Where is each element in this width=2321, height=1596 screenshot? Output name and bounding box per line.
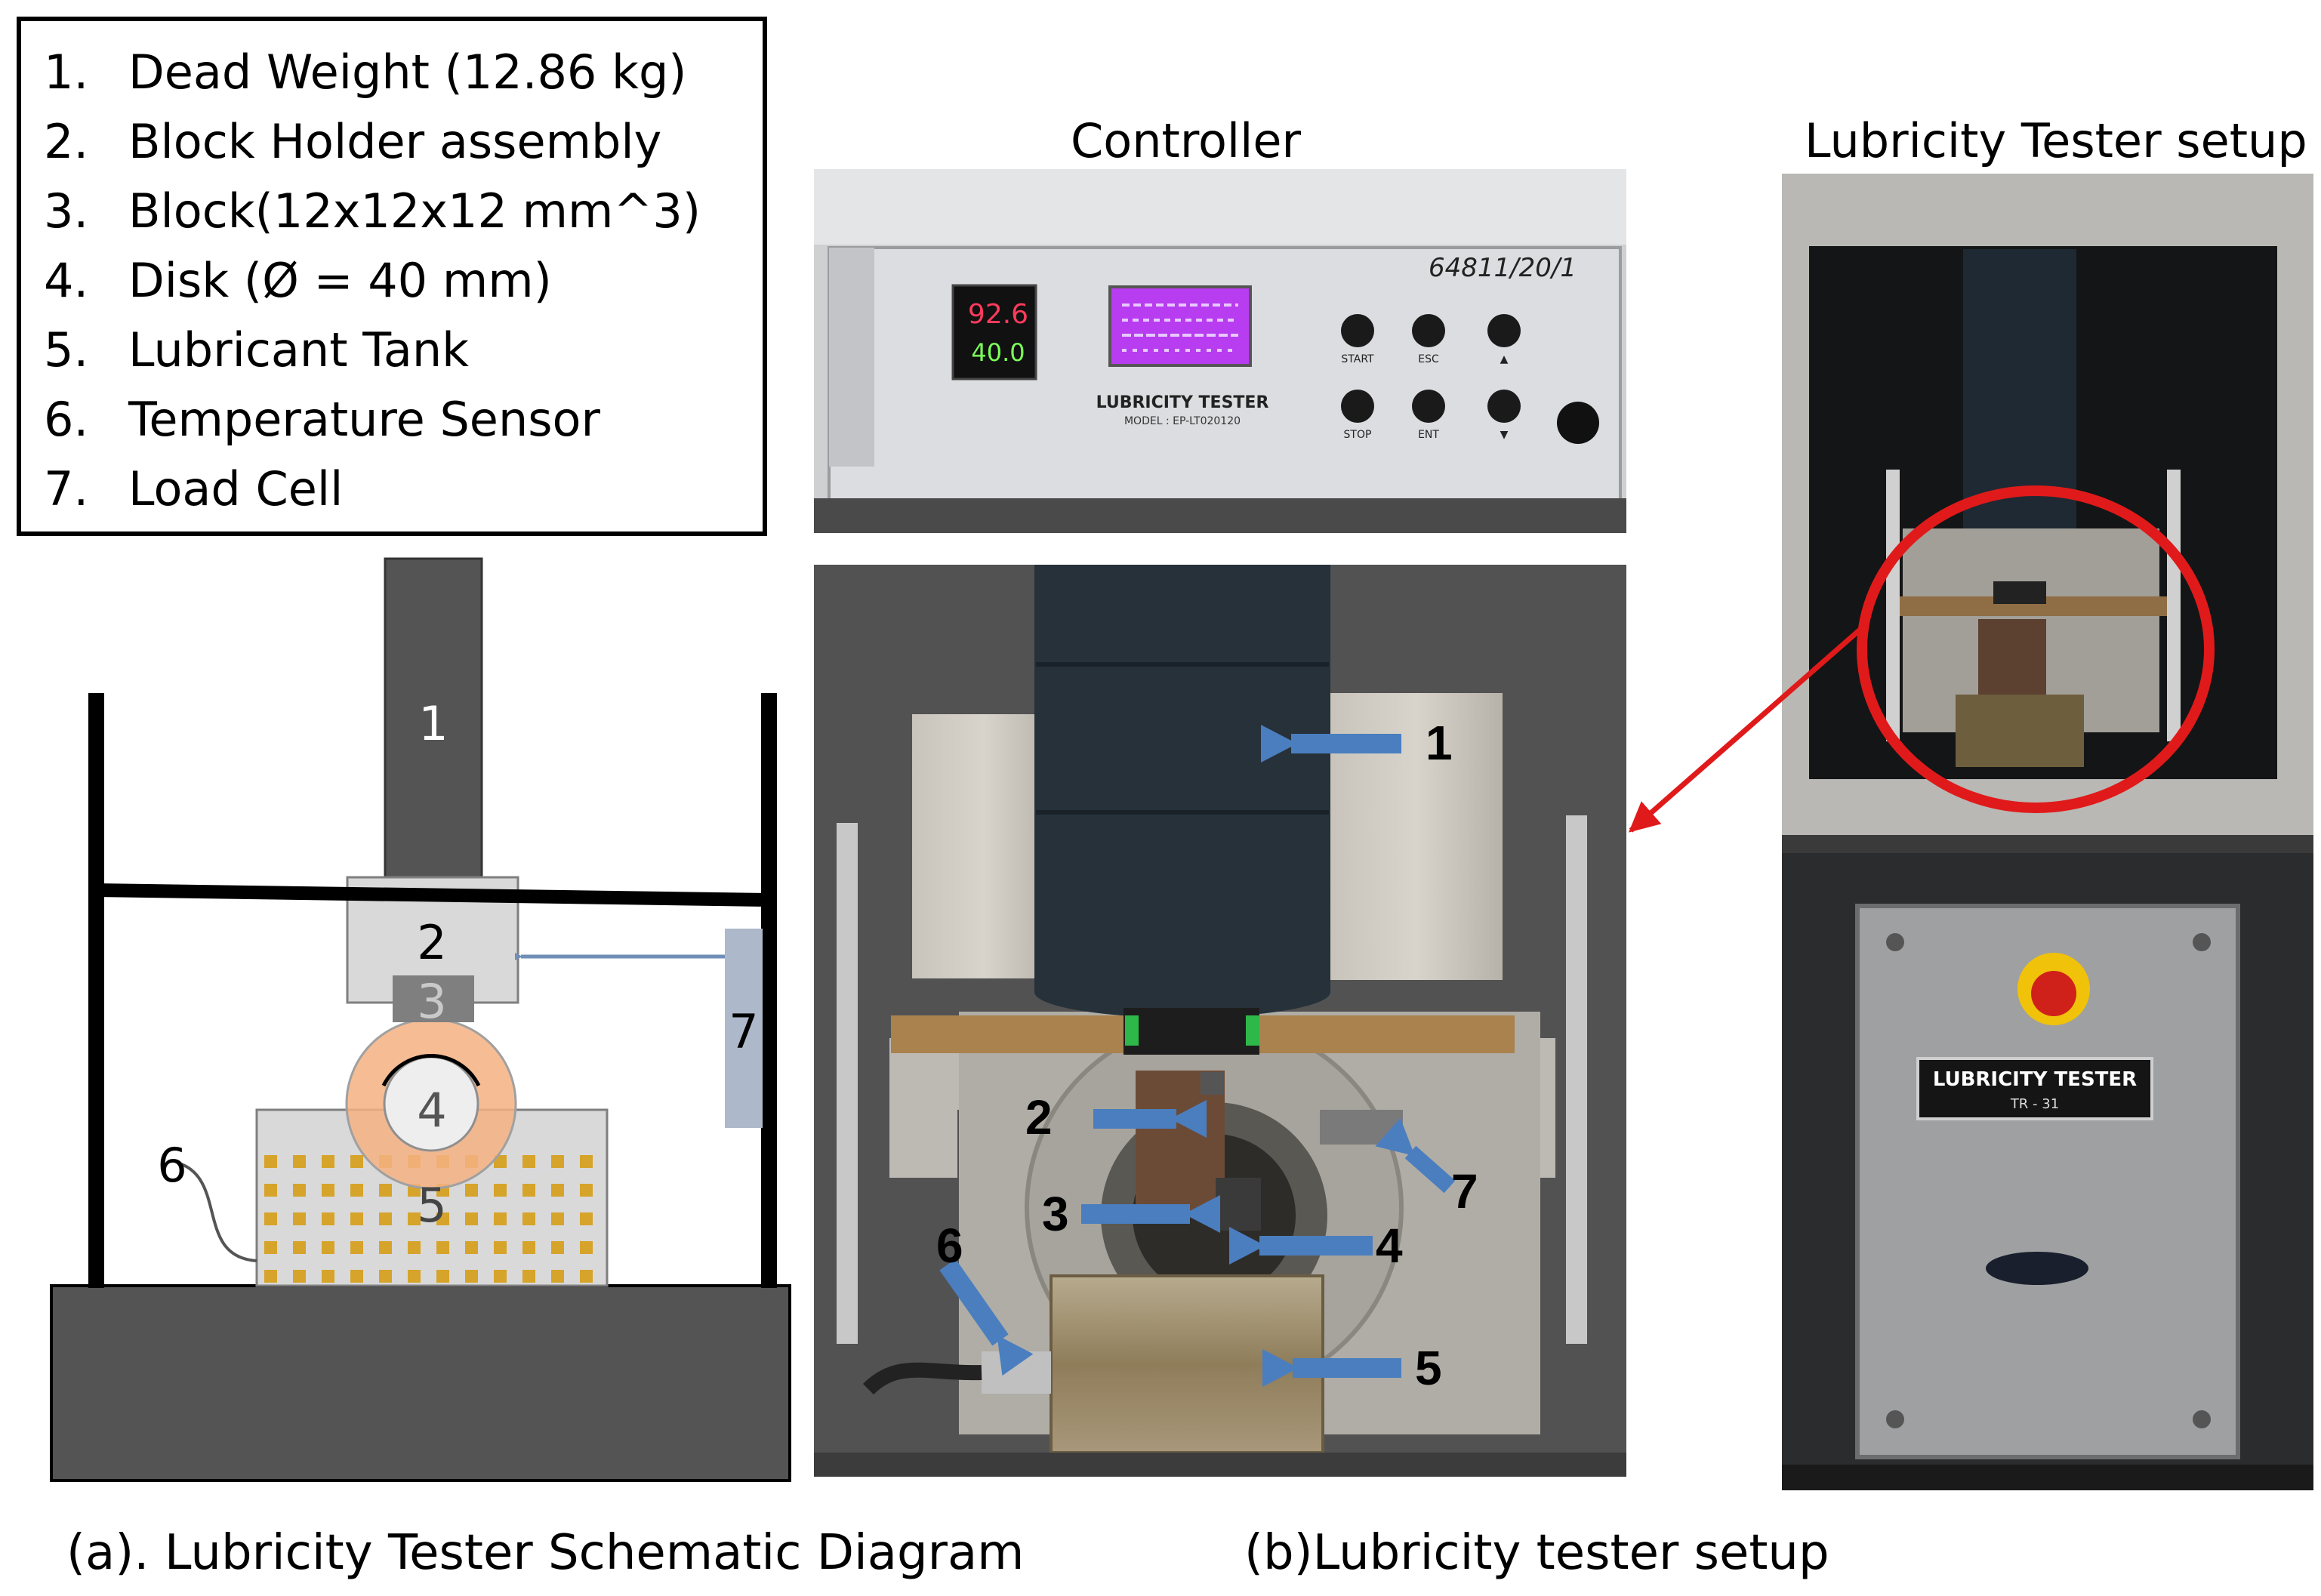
button-label: ▼	[1500, 429, 1509, 441]
controller-button	[1341, 390, 1374, 423]
controller-serial: 64811/20/1	[1429, 253, 1577, 283]
controller-title: Controller	[1071, 113, 1301, 168]
crossbar	[95, 883, 769, 907]
controller-button	[1412, 390, 1445, 423]
button-label: ENT	[1418, 429, 1439, 441]
block	[393, 975, 474, 1022]
control-knob	[1557, 402, 1599, 444]
schematic-label-2: 2	[417, 915, 446, 970]
highlight-connector-arrow	[1628, 624, 1866, 833]
display-value-2: 40.0	[971, 338, 1025, 367]
caption-setup: (b)Lubricity tester setup	[1244, 1525, 1829, 1581]
legend-item: 1.Dead Weight (12.86 kg)	[44, 45, 687, 100]
closeup-label-6: 6	[936, 1219, 963, 1273]
controller-button	[1341, 314, 1374, 347]
controller-panel-text: LUBRICITY TESTER	[1096, 393, 1269, 412]
closeup-label-3: 3	[1042, 1187, 1069, 1241]
lcd-screen	[1108, 285, 1252, 367]
legend-item: 4.Disk (Ø = 40 mm)	[44, 253, 552, 308]
closeup-label-7: 7	[1451, 1164, 1478, 1219]
rotation-arc	[381, 1054, 481, 1087]
dead-weight	[384, 557, 483, 882]
button-label: ESC	[1418, 353, 1439, 365]
setup-name-plate	[1916, 1057, 2153, 1120]
frame-column-left	[88, 693, 104, 1288]
schematic-label-3: 3	[417, 974, 446, 1029]
setup-plate-sub: TR - 31	[2010, 1096, 2059, 1112]
legend-item: 3.Block(12x12x12 mm^3)	[44, 183, 701, 239]
setup-plate-text: LUBRICITY TESTER	[1933, 1068, 2137, 1091]
setup-photo: LUBRICITY TESTER TR - 31	[1782, 174, 2313, 1490]
controller-button	[1487, 314, 1521, 347]
legend-list: 1.Dead Weight (12.86 kg) 2.Block Holder …	[21, 21, 763, 524]
callout-arrow-7	[1375, 1117, 1456, 1194]
highlight-circle	[1857, 485, 2215, 813]
base-plate	[50, 1284, 791, 1482]
temperature-display	[951, 284, 1037, 381]
legend-box: 1.Dead Weight (12.86 kg) 2.Block Holder …	[17, 17, 767, 536]
display-value-1: 92.6	[968, 299, 1028, 330]
controller-model-text: MODEL : EP-LT020120	[1124, 415, 1241, 427]
setup-title: Lubricity Tester setup	[1805, 113, 2307, 168]
schematic-label-1: 1	[418, 696, 448, 751]
legend-item: 6.Temperature Sensor	[44, 392, 600, 447]
legend-item: 2.Block Holder assembly	[44, 114, 662, 169]
controller-button	[1412, 314, 1445, 347]
closeup-label-4: 4	[1376, 1219, 1403, 1273]
closeup-label-2: 2	[1025, 1090, 1053, 1145]
temperature-sensor-wire	[180, 1163, 257, 1262]
closeup-lubricant-tank	[1050, 1274, 1324, 1454]
controller-photo: 92.6 40.0 LUBRICITY TESTER MODEL : EP-LT…	[814, 169, 1626, 533]
schematic-label-5: 5	[417, 1178, 446, 1233]
closeup-photo: 1 2 3 4 5 6 7	[814, 565, 1626, 1477]
schematic-label-7: 7	[729, 1004, 758, 1059]
caption-schematic: (a). Lubricity Tester Schematic Diagram	[66, 1525, 1025, 1581]
legend-item: 7.Load Cell	[44, 461, 344, 516]
closeup-label-5: 5	[1415, 1341, 1442, 1395]
closeup-dead-weight	[1034, 565, 1330, 992]
callout-arrow-6	[939, 1259, 1034, 1376]
photo-panels: 92.6 40.0 LUBRICITY TESTER MODEL : EP-LT…	[814, 169, 2313, 1490]
schematic-label-6: 6	[157, 1138, 186, 1193]
schematic-diagram: 1 2 3 4 5 6 7	[50, 557, 791, 1482]
frame-column-right	[761, 693, 777, 1288]
controller-button	[1487, 390, 1521, 423]
closeup-label-1: 1	[1426, 716, 1453, 770]
schematic-label-4: 4	[417, 1083, 446, 1138]
button-label: ▲	[1500, 353, 1509, 365]
button-label: START	[1341, 353, 1374, 365]
load-cell	[725, 929, 763, 1128]
button-label: STOP	[1344, 429, 1372, 441]
legend-item: 5.Lubricant Tank	[44, 322, 470, 377]
